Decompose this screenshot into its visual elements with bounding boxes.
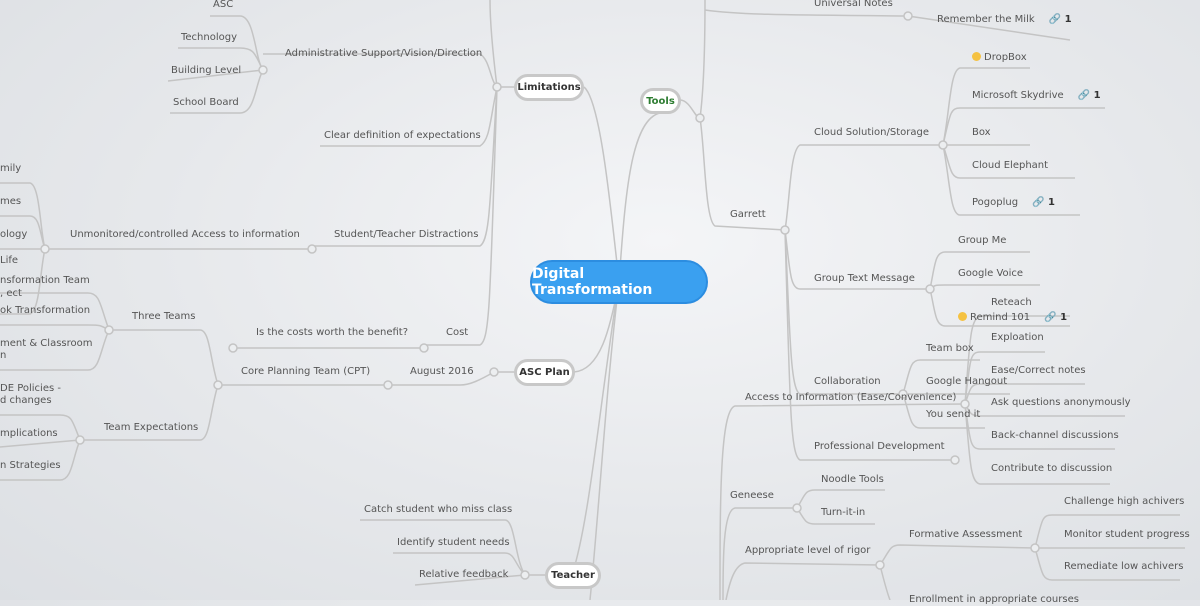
node-dropbox[interactable]: DropBox (972, 52, 1027, 64)
link-icon[interactable]: 🔗 1 (1044, 312, 1068, 323)
label: Remind 101 (970, 312, 1031, 323)
node-team-expectations[interactable]: Team Expectations (104, 422, 199, 433)
node-reteach[interactable]: Reteach (991, 297, 1032, 308)
node-core-planning-team[interactable]: Core Planning Team (CPT) (241, 366, 371, 377)
topic-tools[interactable]: Tools (640, 88, 681, 114)
node-box[interactable]: Box (972, 127, 991, 138)
node-building-level[interactable]: Building Level (171, 65, 242, 76)
node-family[interactable]: mily (0, 163, 22, 174)
node-exploation[interactable]: Exploation (991, 332, 1044, 343)
label: Pogoplug (972, 197, 1019, 208)
node-google-hangout[interactable]: Google Hangout (926, 376, 1008, 387)
label: Microsoft Skydrive (972, 90, 1064, 101)
node-professional-development[interactable]: Professional Development (814, 441, 945, 452)
node-distractions[interactable]: Student/Teacher Distractions (334, 229, 479, 240)
node-games[interactable]: mes (0, 196, 22, 207)
node-monitor-progress[interactable]: Monitor student progress (1064, 529, 1190, 540)
node-three-teams[interactable]: Three Teams (132, 311, 196, 322)
link-count: 1 (1060, 312, 1068, 323)
topic-limitations[interactable]: Limitations (514, 74, 584, 101)
node-turn-it-in[interactable]: Turn-it-in (821, 507, 866, 518)
link-icon[interactable]: 🔗 1 (1032, 197, 1055, 208)
node-google-voice[interactable]: Google Voice (958, 268, 1024, 279)
link-icon[interactable]: 🔗 1 (1048, 14, 1072, 25)
node-implications[interactable]: mplications (0, 428, 58, 439)
node-catch-student[interactable]: Catch student who miss class (364, 504, 513, 515)
topic-teacher[interactable]: Teacher (545, 562, 601, 589)
node-book-transformation[interactable]: ok Transformation (0, 305, 91, 316)
node-remind-101[interactable]: Remind 101 🔗 1 (958, 312, 1067, 324)
node-universal-notes[interactable]: Universal Notes (814, 0, 893, 9)
node-identify-needs[interactable]: Identify student needs (397, 537, 510, 548)
node-clear-definition[interactable]: Clear definition of expectations (324, 130, 481, 141)
node-team-box[interactable]: Team box (926, 343, 974, 354)
topic-asc-plan[interactable]: ASC Plan (514, 359, 575, 386)
node-contribute[interactable]: Contribute to discussion (991, 463, 1113, 474)
emoji-icon (972, 52, 981, 61)
node-policies[interactable]: DE Policies - (0, 383, 61, 394)
node-admin-support[interactable]: Administrative Support/Vision/Direction (285, 48, 483, 59)
node-technology-2[interactable]: ology (0, 229, 28, 240)
label: Remember the Milk (937, 14, 1035, 25)
node-classroom[interactable]: ment & Classroom (0, 338, 93, 349)
node-access-information[interactable]: Access to Information (Ease/Convenience) (745, 392, 957, 403)
node-classroom-2[interactable]: n (0, 350, 7, 361)
node-strategies[interactable]: n Strategies (0, 460, 61, 471)
node-remember-the-milk[interactable]: Remember the Milk 🔗 1 (937, 14, 1072, 26)
node-life[interactable]: Life (0, 255, 19, 266)
node-cost[interactable]: Cost (446, 327, 469, 338)
node-ect[interactable]: , ect (0, 288, 22, 299)
node-pogoplug[interactable]: Pogoplug 🔗 1 (972, 197, 1055, 209)
node-remediate-low[interactable]: Remediate low achivers (1064, 561, 1184, 572)
node-relative-feedback[interactable]: Relative feedback (419, 569, 509, 580)
node-costs-worth[interactable]: Is the costs worth the benefit? (256, 327, 409, 338)
node-group-me[interactable]: Group Me (958, 235, 1007, 246)
node-school-board[interactable]: School Board (173, 97, 239, 108)
node-unmonitored-access[interactable]: Unmonitored/controlled Access to informa… (70, 229, 300, 240)
node-cloud-elephant[interactable]: Cloud Elephant (972, 160, 1049, 171)
node-cloud-storage[interactable]: Cloud Solution/Storage (814, 127, 929, 138)
link-count: 1 (1093, 90, 1101, 101)
node-formative-assessment[interactable]: Formative Assessment (909, 529, 1023, 540)
node-transformation-team[interactable]: nsformation Team (0, 275, 90, 286)
node-collaboration[interactable]: Collaboration (814, 376, 881, 387)
node-geneese[interactable]: Geneese (730, 490, 774, 501)
link-icon[interactable]: 🔗 1 (1077, 90, 1101, 101)
node-technology[interactable]: Technology (181, 32, 238, 43)
node-august-2016[interactable]: August 2016 (410, 366, 474, 377)
node-noodle-tools[interactable]: Noodle Tools (821, 474, 884, 485)
node-ease-notes[interactable]: Ease/Correct notes (991, 365, 1086, 376)
node-enrollment[interactable]: Enrollment in appropriate courses (909, 594, 1079, 605)
node-you-send-it[interactable]: You send it (926, 409, 981, 420)
label: DropBox (984, 52, 1027, 63)
node-garrett[interactable]: Garrett (730, 209, 766, 220)
link-count: 1 (1048, 197, 1055, 208)
central-topic[interactable]: Digital Transformation (530, 260, 708, 304)
node-ask-anonymously[interactable]: Ask questions anonymously (991, 397, 1131, 408)
node-asc[interactable]: ASC (213, 0, 234, 10)
node-skydrive[interactable]: Microsoft Skydrive 🔗 1 (972, 90, 1101, 102)
node-appropriate-rigor[interactable]: Appropriate level of rigor (745, 545, 871, 556)
link-count: 1 (1064, 14, 1072, 25)
node-back-channel[interactable]: Back-channel discussions (991, 430, 1119, 441)
emoji-icon (958, 312, 967, 321)
node-policies-2[interactable]: d changes (0, 395, 52, 406)
node-group-text[interactable]: Group Text Message (814, 273, 915, 284)
node-challenge-high[interactable]: Challenge high achivers (1064, 496, 1185, 507)
